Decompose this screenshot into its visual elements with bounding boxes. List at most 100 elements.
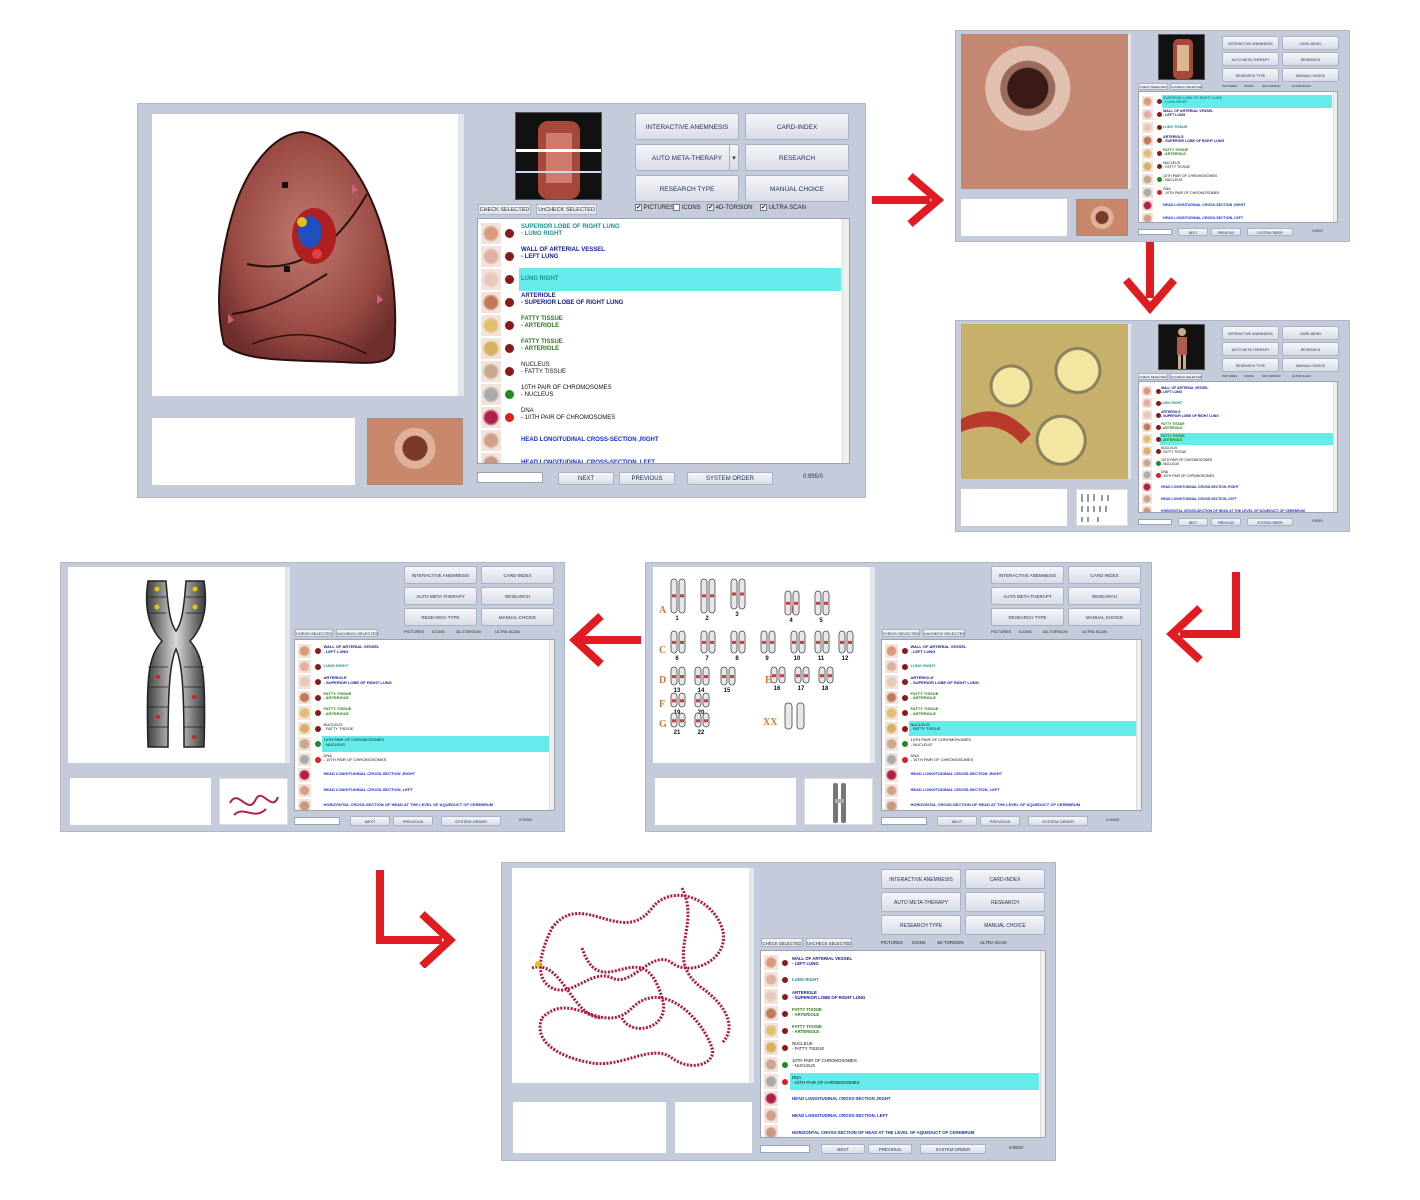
- tab-check-selected[interactable]: CHECK SELECTED: [295, 629, 333, 637]
- status-dot[interactable]: [315, 710, 321, 716]
- status-dot[interactable]: [505, 252, 514, 261]
- list-item[interactable]: HORIZONTAL CROSS-SECTION OF HEAD AT THE …: [1139, 505, 1337, 512]
- interactive-anemnesis-button[interactable]: INTERACTIVE ANEMNESIS: [1222, 36, 1279, 50]
- torsion-checkbox[interactable]: ✔ 4D-TORSION: [707, 203, 753, 213]
- research-type-button[interactable]: RESEARCH TYPE: [1222, 358, 1279, 372]
- status-dot[interactable]: [505, 344, 514, 353]
- search-input[interactable]: [760, 1145, 810, 1153]
- manual-choice-button[interactable]: MANUAL CHOICE: [1068, 608, 1141, 626]
- research-button[interactable]: RESEARCH: [1068, 587, 1141, 605]
- list-item[interactable]: FATTY TISSUE- ARTERIOLE: [295, 705, 554, 721]
- next-button[interactable]: NEXT: [350, 816, 390, 826]
- tab-check-selected[interactable]: CHECK SELECTED: [761, 938, 803, 947]
- list-item[interactable]: HEAD LONGITUDINAL CROSS-SECTION ,RIGHT: [1139, 481, 1337, 493]
- list-item[interactable]: FATTY TISSUE- ARTERIOLE: [882, 690, 1141, 706]
- tab-uncheck-selected[interactable]: UnCHECK SELECTED: [923, 629, 966, 637]
- list-item[interactable]: LUNG RIGHT: [295, 659, 554, 675]
- auto-meta-therapy-button[interactable]: AUTO META-THERAPY: [1222, 52, 1279, 66]
- checkbox-box[interactable]: [673, 203, 680, 211]
- list-item[interactable]: 10TH PAIR OF CHROMOSOMES- NUCLEUS: [1139, 173, 1337, 186]
- status-dot[interactable]: [315, 679, 321, 685]
- next-button[interactable]: NEXT: [821, 1144, 865, 1154]
- status-dot[interactable]: [782, 1062, 788, 1068]
- status-dot[interactable]: [1157, 138, 1162, 143]
- manual-choice-button[interactable]: MANUAL CHOICE: [1282, 68, 1339, 82]
- auto-meta-therapy-button[interactable]: AUTO META-THERAPY: [881, 892, 961, 912]
- list-item[interactable]: DNA- 10TH PAIR OF CHROMOSOMES: [295, 752, 554, 768]
- research-type-button[interactable]: RESEARCH TYPE: [881, 915, 961, 935]
- scrollbar[interactable]: [842, 219, 849, 463]
- icons-checkbox[interactable]: ICONS: [1244, 373, 1254, 379]
- list-item[interactable]: 10TH PAIR OF CHROMOSOMES- NUCLEUS: [882, 736, 1141, 752]
- search-input[interactable]: [1138, 229, 1172, 235]
- status-dot[interactable]: [782, 1045, 788, 1051]
- list-item[interactable]: NUCLEUS- FATTY TISSUE: [1139, 445, 1337, 457]
- status-dot[interactable]: [782, 977, 788, 983]
- torsion-checkbox[interactable]: 4D-TORSION: [1043, 628, 1068, 636]
- status-dot[interactable]: [505, 321, 514, 330]
- status-dot[interactable]: [315, 694, 321, 701]
- research-button[interactable]: RESEARCH: [1282, 52, 1339, 66]
- list-item[interactable]: NUCLEUS- FATTY TISSUE: [1139, 160, 1337, 173]
- research-type-button[interactable]: RESEARCH TYPE: [404, 608, 477, 626]
- status-dot[interactable]: [315, 648, 321, 654]
- previous-button[interactable]: PREVIOUS: [980, 816, 1020, 826]
- interactive-anemnesis-button[interactable]: INTERACTIVE ANEMNESIS: [404, 566, 477, 584]
- ultra-scan-checkbox[interactable]: ULTRA SCAN: [1292, 373, 1311, 379]
- tab-uncheck-selected[interactable]: UnCHECK SELECTED: [1170, 373, 1203, 380]
- status-dot[interactable]: [902, 648, 908, 654]
- status-dot[interactable]: [505, 275, 514, 284]
- pictures-checkbox[interactable]: ✔ PICTURES: [635, 203, 674, 213]
- scrollbar[interactable]: [1333, 92, 1337, 222]
- list-item[interactable]: WALL OF ARTERIAL VESSEL- LEFT LUNG: [761, 954, 1045, 971]
- checkbox-box[interactable]: ✔: [760, 203, 767, 211]
- list-item[interactable]: LUNG RIGHT: [882, 659, 1141, 675]
- interactive-anemnesis-button[interactable]: INTERACTIVE ANEMNESIS: [881, 869, 961, 889]
- interactive-anemnesis-button[interactable]: INTERACTIVE ANEMNESIS: [1222, 326, 1279, 340]
- ultra-scan-checkbox[interactable]: ULTRA SCAN: [1292, 83, 1311, 89]
- interactive-anemnesis-button[interactable]: INTERACTIVE ANEMNESIS: [635, 113, 739, 140]
- checkbox-box[interactable]: ✔: [635, 203, 642, 211]
- status-dot[interactable]: [1157, 125, 1162, 130]
- scrollbar[interactable]: [1333, 382, 1337, 512]
- system-order-button[interactable]: SYSTEM ORDER: [1247, 518, 1293, 526]
- system-order-button[interactable]: SYSTEM ORDER: [920, 1144, 986, 1154]
- next-button[interactable]: NEXT: [558, 472, 614, 485]
- next-button[interactable]: NEXT: [1178, 228, 1208, 236]
- card-index-button[interactable]: CARD-INDEX: [1282, 326, 1339, 340]
- status-dot[interactable]: [1156, 473, 1161, 478]
- manual-choice-button[interactable]: MANUAL CHOICE: [1282, 358, 1339, 372]
- list-item[interactable]: WALL OF ARTERIAL VESSEL- LEFT LUNG: [1139, 385, 1337, 397]
- next-button[interactable]: NEXT: [937, 816, 977, 826]
- next-button[interactable]: NEXT: [1178, 518, 1208, 526]
- list-item[interactable]: NUCLEUS- FATTY TISSUE: [295, 721, 554, 737]
- card-index-button[interactable]: CARD-INDEX: [745, 113, 849, 140]
- research-button[interactable]: RESEARCH: [1282, 342, 1339, 356]
- status-dot[interactable]: [505, 390, 514, 399]
- previous-button[interactable]: PREVIOUS: [1211, 228, 1241, 236]
- list-item[interactable]: FATTY TISSUE- ARTERIOLE: [882, 705, 1141, 721]
- list-item[interactable]: HEAD LONGITUDINAL CROSS-SECTION ,RIGHT: [295, 767, 554, 783]
- search-input[interactable]: [881, 817, 927, 825]
- list-item[interactable]: NUCLEUS- FATTY TISSUE: [761, 1039, 1045, 1056]
- status-dot[interactable]: [902, 756, 908, 763]
- interactive-anemnesis-button[interactable]: INTERACTIVE ANEMNESIS: [991, 566, 1064, 584]
- status-dot[interactable]: [902, 679, 908, 685]
- icons-checkbox[interactable]: ICONS: [1019, 628, 1032, 636]
- previous-button[interactable]: PREVIOUS: [393, 816, 433, 826]
- list-item[interactable]: HEAD LONGITUDINAL CROSS-SECTION, LEFT: [882, 783, 1141, 799]
- status-dot[interactable]: [782, 960, 788, 966]
- list-item[interactable]: DNA- 10TH PAIR OF CHROMOSOMES: [761, 1073, 1045, 1090]
- previous-button[interactable]: PREVIOUS: [868, 1144, 912, 1154]
- auto-meta-therapy-button[interactable]: AUTO META-THERAPY▾: [635, 144, 739, 171]
- status-dot[interactable]: [505, 413, 514, 422]
- status-dot[interactable]: [505, 367, 514, 376]
- status-dot[interactable]: [782, 1011, 788, 1017]
- scrollbar[interactable]: [1136, 640, 1141, 810]
- list-item[interactable]: FATTY TISSUE- ARTERIOLE: [1139, 147, 1337, 160]
- status-dot[interactable]: [902, 663, 908, 670]
